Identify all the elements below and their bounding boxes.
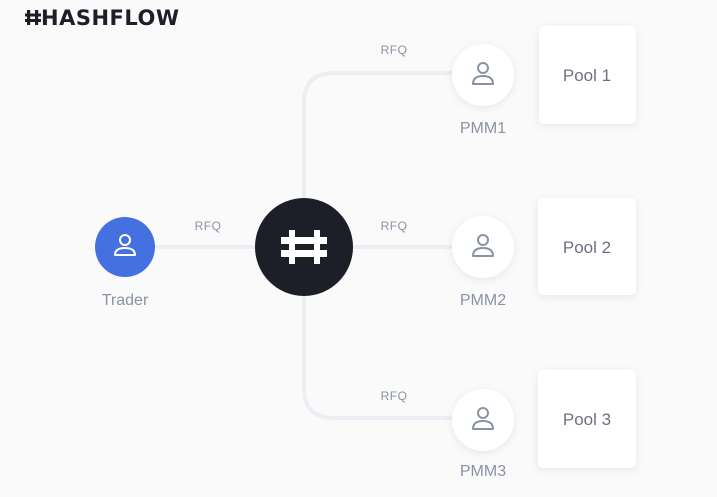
pmm3-label: PMM3 xyxy=(460,463,506,480)
hub-circle xyxy=(255,198,353,296)
pmm3-node xyxy=(452,389,514,451)
person-icon xyxy=(114,234,136,256)
pool2-rect xyxy=(538,198,636,295)
pmm1-label: PMM1 xyxy=(460,120,506,137)
pool3-rect xyxy=(538,370,636,468)
hashflow-hub-node xyxy=(255,198,353,296)
pmm2-node xyxy=(452,216,514,278)
connector-hub-pmm1 xyxy=(302,71,457,202)
edge-label-pmm3: RFQ xyxy=(381,389,408,403)
pool3-label: Pool 3 xyxy=(563,410,611,429)
person-icon xyxy=(472,407,494,430)
trader-label: Trader xyxy=(102,292,149,309)
pool1-label: Pool 1 xyxy=(563,66,611,85)
pool3-box: Pool 3 xyxy=(538,370,636,468)
person-icon xyxy=(472,234,494,257)
connector-hub-pmm3 xyxy=(302,293,457,420)
edge-label-pmm2: RFQ xyxy=(381,219,408,233)
pool2-box: Pool 2 xyxy=(538,198,636,295)
hashflow-logo-icon xyxy=(281,230,327,264)
edge-label-pmm1: RFQ xyxy=(381,43,408,57)
pool1-rect xyxy=(539,26,636,124)
edge-label-trader: RFQ xyxy=(195,219,222,233)
pmm1-node xyxy=(452,44,514,106)
pool2-label: Pool 2 xyxy=(563,238,611,257)
pmm2-label: PMM2 xyxy=(460,292,506,309)
brand-logo-text: HASHFLOW xyxy=(41,6,180,30)
trader-node xyxy=(95,217,155,277)
person-icon xyxy=(472,62,494,85)
pool1-box: Pool 1 xyxy=(539,26,636,124)
hashflow-brand-logo: HASHFLOW xyxy=(25,6,180,30)
connectors xyxy=(148,71,457,420)
hash-mark-icon xyxy=(25,10,41,25)
